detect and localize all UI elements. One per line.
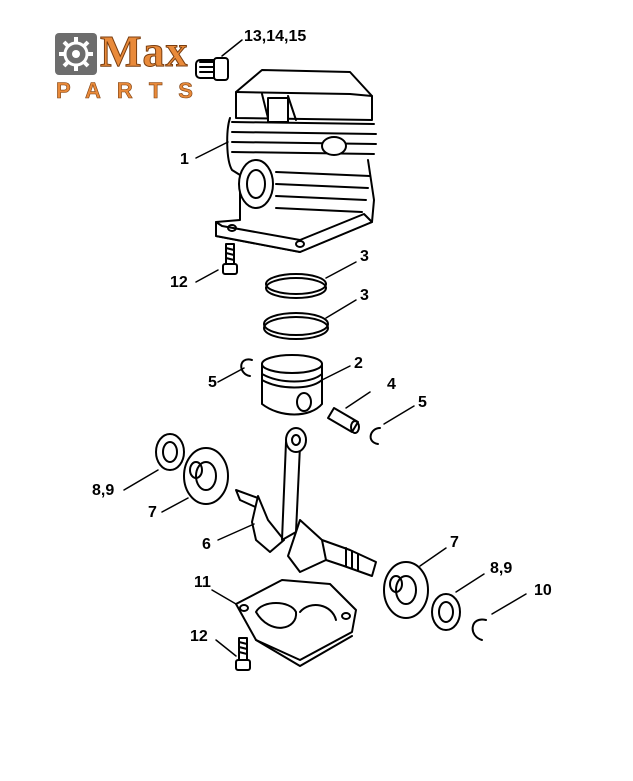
screw-upper [222, 243, 238, 275]
callout-11: 11 [194, 574, 211, 591]
crankshaft [235, 427, 377, 577]
callout-13-14-15: 13,14,15 [244, 28, 307, 45]
callout-7-right: 7 [450, 534, 459, 551]
ball-bearing-left [183, 447, 229, 505]
callout-5-right: 5 [418, 394, 427, 411]
callout-3-upper: 3 [360, 248, 369, 265]
oil-seal-right [431, 593, 461, 631]
piston-pin [327, 407, 360, 434]
circlip-10 [471, 618, 487, 641]
callout-5-left: 5 [208, 374, 217, 391]
callout-12-upper: 12 [170, 274, 188, 291]
decompression-valve [195, 57, 229, 81]
logo-wordmark: Max [100, 27, 189, 76]
callout-8-9-right: 8,9 [490, 560, 513, 577]
crankcase [235, 579, 357, 667]
callout-2: 2 [354, 355, 363, 372]
logo-subtitle: PARTS [56, 78, 209, 103]
callout-12-lower: 12 [190, 628, 208, 645]
leader-lines [123, 39, 527, 657]
screw-lower [235, 637, 251, 671]
callout-6: 6 [202, 536, 211, 553]
callout-7-left: 7 [148, 504, 157, 521]
oil-seal-left [155, 433, 185, 471]
gear-icon [55, 33, 97, 75]
piston [261, 354, 323, 416]
piston-ring-lower [263, 312, 329, 336]
ball-bearing-right [383, 561, 429, 619]
callout-10: 10 [534, 582, 552, 599]
cylinder [215, 69, 377, 253]
callout-4: 4 [387, 376, 396, 393]
callout-3-lower: 3 [360, 287, 369, 304]
circlip-right [369, 427, 381, 445]
circlip-left [240, 358, 253, 377]
callout-8-9-left: 8,9 [92, 482, 115, 499]
callout-1: 1 [180, 151, 189, 168]
piston-ring-upper [265, 273, 327, 295]
